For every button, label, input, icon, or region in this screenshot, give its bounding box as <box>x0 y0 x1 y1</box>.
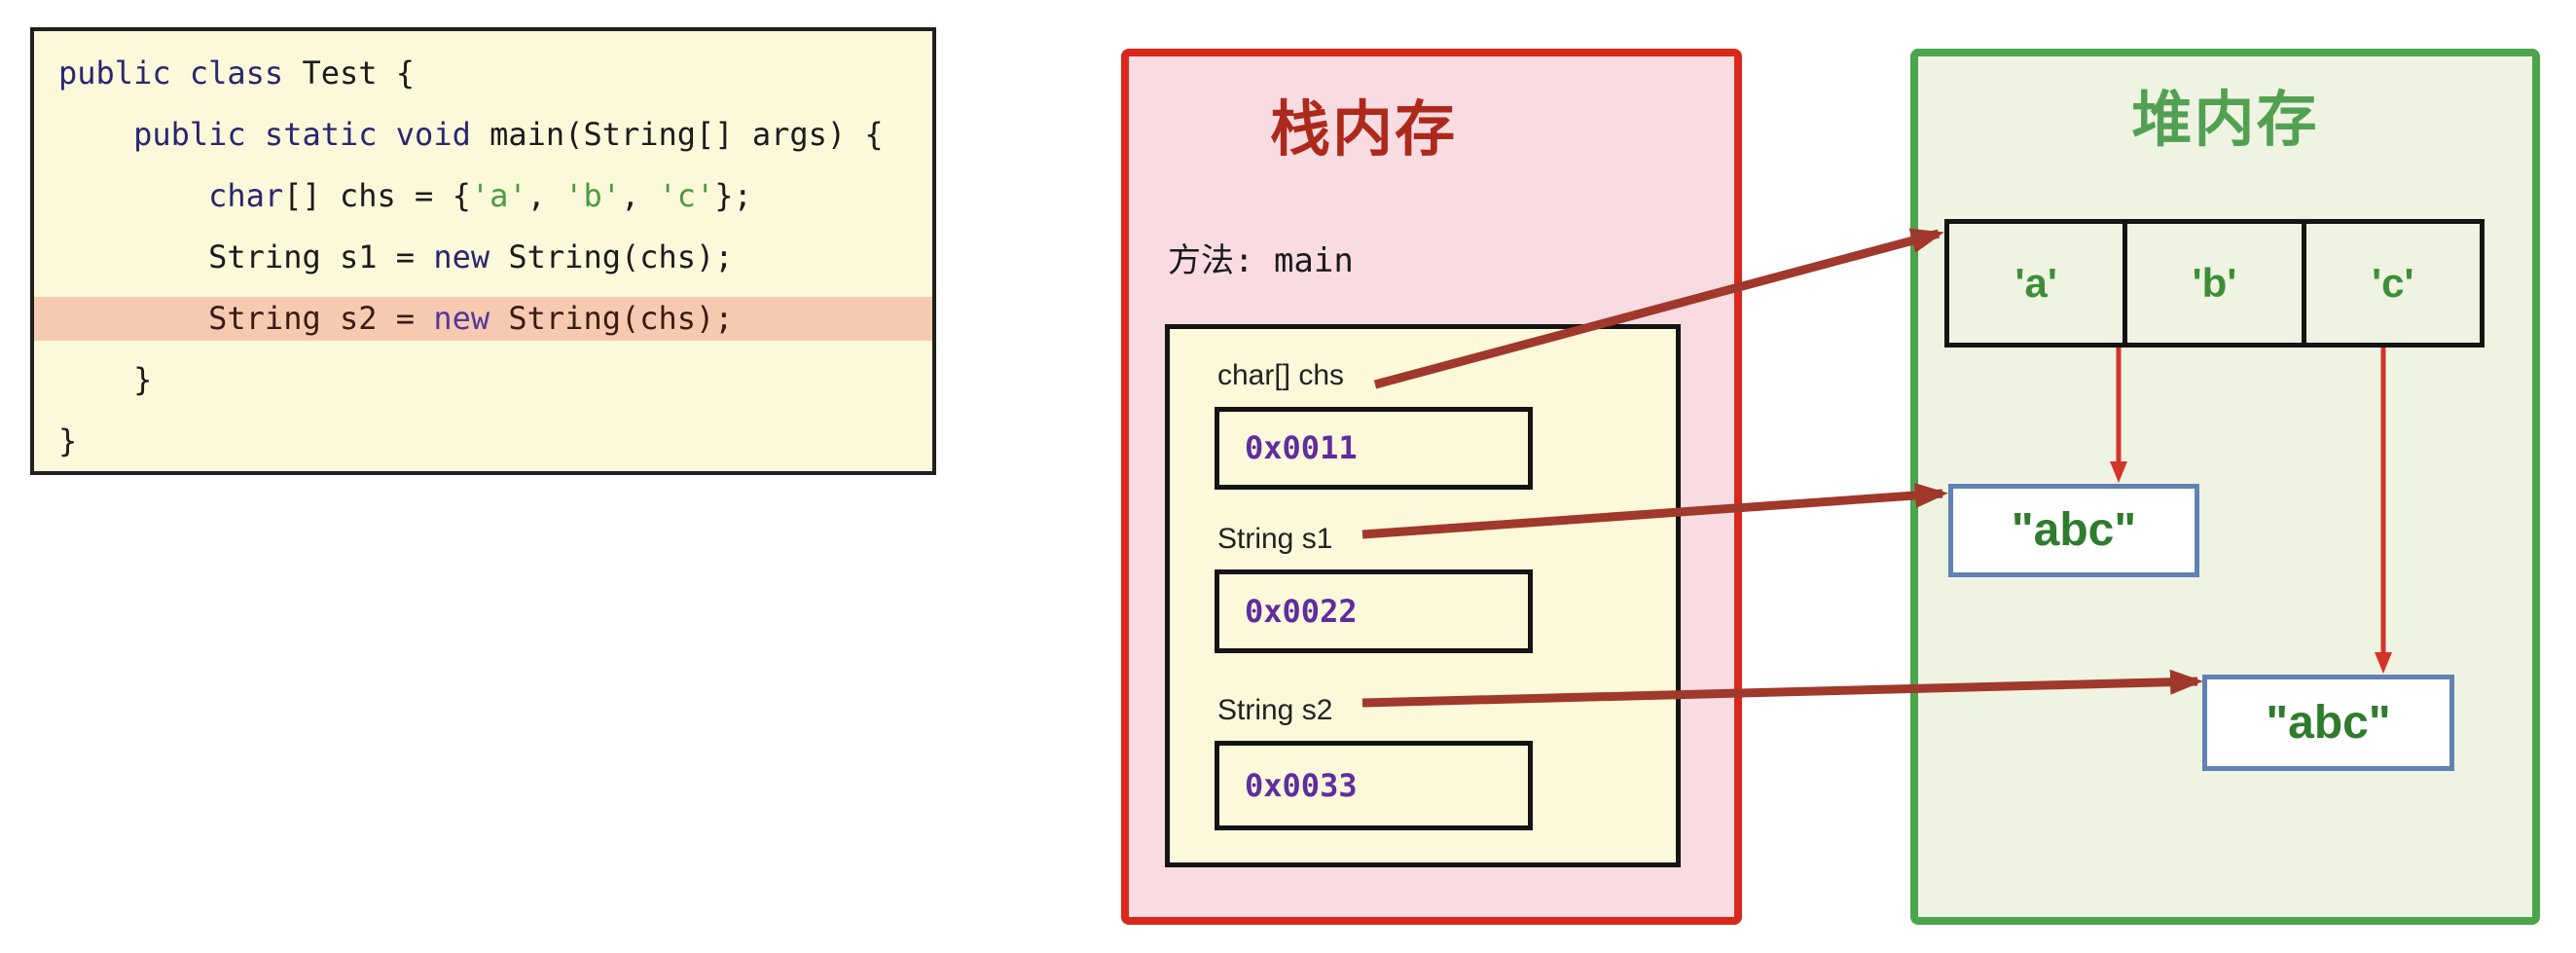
code-token: String(chs); <box>490 238 734 275</box>
code-token: String(chs); <box>490 300 734 337</box>
code-line-3: char[] chs = {'a', 'b', 'c'}; <box>34 165 932 227</box>
code-token: Test { <box>302 55 416 92</box>
code-token: public class <box>58 55 303 92</box>
main-stack-frame: char[] chs 0x0011 String s1 0x0022 Strin… <box>1165 324 1681 867</box>
stack-method-label: 方法: main <box>1168 241 1354 280</box>
code-token <box>58 116 133 153</box>
string-object-2: "abc" <box>2202 675 2454 771</box>
code-token: new <box>433 238 490 275</box>
address-box-s2: 0x0033 <box>1215 741 1533 830</box>
string-object-1: "abc" <box>1948 484 2199 577</box>
code-token: 'a' <box>470 177 527 214</box>
code-token: } <box>58 361 153 398</box>
string-object-value: "abc" <box>2011 504 2137 556</box>
array-cell-a: 'a' <box>1949 224 2128 343</box>
heap-memory-title: 堆内存 <box>2131 87 2319 154</box>
address-value: 0x0022 <box>1245 593 1358 630</box>
code-line-2: public static void main(String[] args) { <box>34 104 932 165</box>
array-cell-c: 'c' <box>2372 260 2414 306</box>
variable-label-chs: char[] chs <box>1217 359 1345 391</box>
code-token: 'b' <box>564 177 621 214</box>
code-line-1: public class Test { <box>34 43 932 104</box>
code-token <box>58 177 208 214</box>
code-token: String s1 = <box>58 238 434 275</box>
code-token: } <box>58 422 78 459</box>
code-token: main(String[] args) { <box>490 116 884 153</box>
code-line-6: } <box>34 349 932 411</box>
code-token: [] chs = { <box>283 177 471 214</box>
char-array-object: 'a' 'b' 'c' <box>1944 219 2485 348</box>
code-token: new <box>433 300 490 337</box>
code-token: }; <box>714 177 752 214</box>
code-line-7: } <box>34 411 932 472</box>
code-token: char <box>208 177 284 214</box>
array-cell-b: 'b' <box>2127 224 2306 343</box>
stack-memory-title: 栈内存 <box>1269 96 1457 164</box>
string-object-value: "abc" <box>2266 697 2391 749</box>
code-token: 'c' <box>658 177 715 214</box>
heap-memory-panel: 堆内存 'a' 'b' 'c' "abc" "abc" <box>1910 49 2540 925</box>
code-line-5-highlighted: String s2 = new String(chs); <box>34 288 932 349</box>
address-box-s1: 0x0022 <box>1215 569 1533 653</box>
variable-label-s1: String s1 <box>1217 523 1333 555</box>
code-token: , <box>620 177 659 214</box>
address-value: 0x0011 <box>1245 429 1358 466</box>
address-value: 0x0033 <box>1245 767 1358 804</box>
code-token: public static void <box>133 116 490 153</box>
address-box-chs: 0x0011 <box>1215 407 1533 490</box>
stack-memory-panel: 栈内存 方法: main char[] chs 0x0011 String s1… <box>1121 49 1742 925</box>
code-line-4: String s1 = new String(chs); <box>34 227 932 288</box>
code-panel: public class Test { public static void m… <box>30 27 936 475</box>
code-token: , <box>526 177 565 214</box>
variable-label-s2: String s2 <box>1217 694 1333 726</box>
code-token: String s2 = <box>58 300 434 337</box>
